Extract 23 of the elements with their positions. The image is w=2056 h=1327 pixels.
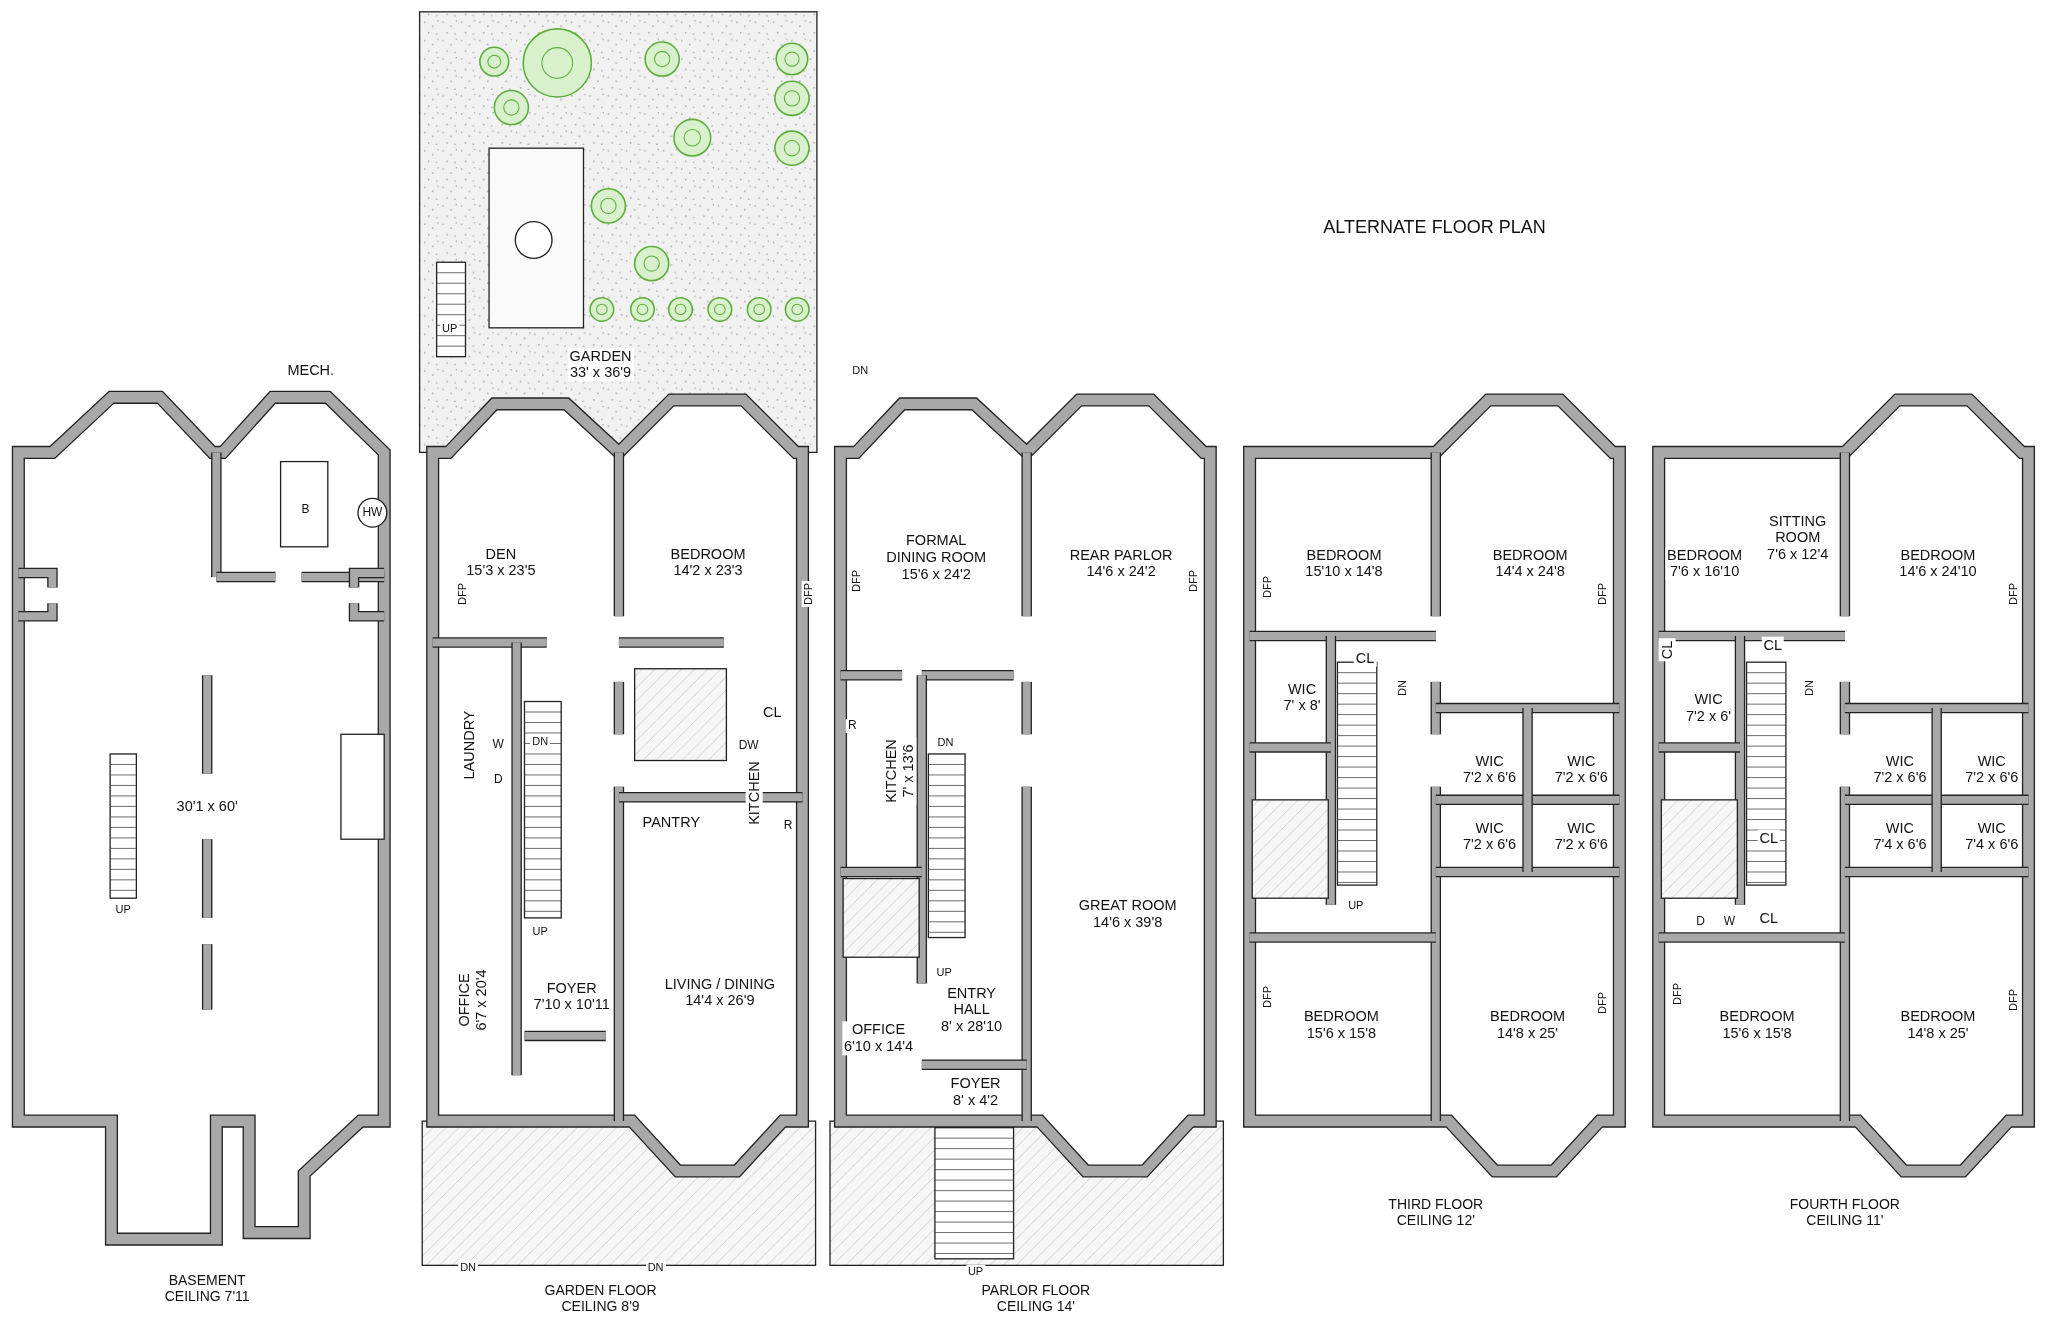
- stair-label: DN: [850, 363, 871, 377]
- stair-label: UP: [965, 1264, 986, 1277]
- stair-label: DN: [935, 735, 956, 749]
- fireplace-label: DFP: [801, 581, 814, 607]
- fireplace-label: DFP: [1186, 567, 1200, 594]
- fireplace-label: DFP: [1260, 983, 1273, 1010]
- stair-label: UP: [1346, 898, 1366, 912]
- stair-label: DN: [530, 734, 551, 748]
- room-label: CL: [1658, 639, 1675, 662]
- fireplace-label: DFP: [455, 581, 468, 607]
- fireplace-label: DFP: [1670, 980, 1684, 1007]
- fireplace-label: DFP: [2006, 581, 2020, 607]
- room-label: GARDEN 33' x 36'9: [567, 347, 634, 382]
- stair-label: DN: [458, 1260, 479, 1273]
- room-label: OFFICE 6'10 x 14'4: [841, 1021, 916, 1056]
- stair-label: UP: [440, 321, 460, 335]
- stair-label: UP: [934, 965, 954, 978]
- fireplace-label: DFP: [1596, 581, 1609, 607]
- stair-label: DN: [645, 1260, 666, 1273]
- fixture-label: R: [845, 719, 859, 734]
- stair-label: UP: [530, 924, 550, 938]
- stair-label: UP: [113, 902, 133, 915]
- fireplace-label: DFP: [849, 567, 863, 594]
